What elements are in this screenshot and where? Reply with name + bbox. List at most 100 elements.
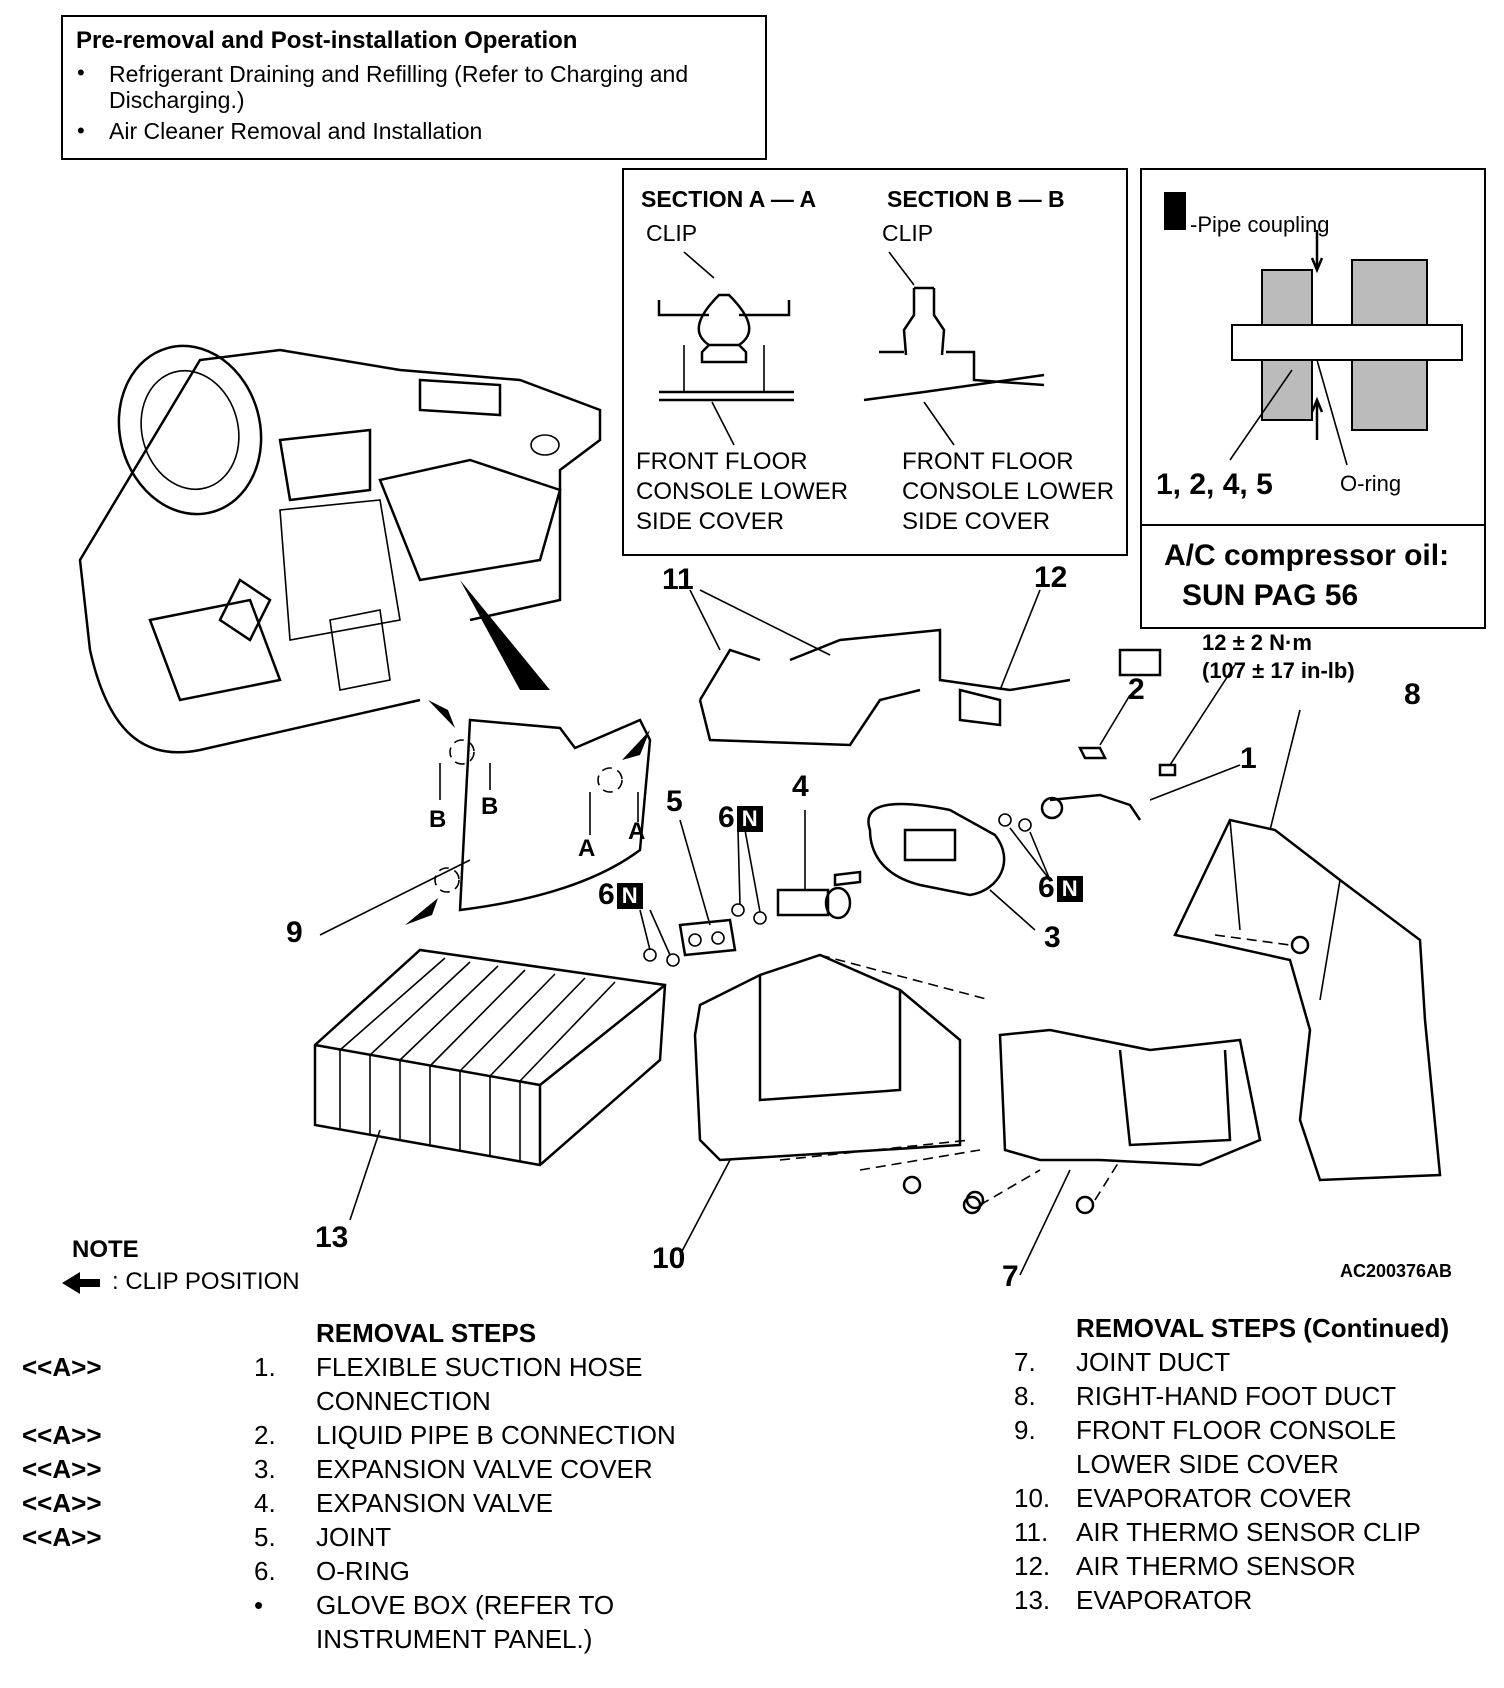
section-b-cover-label-2: CONSOLE LOWER (902, 478, 1115, 505)
section-a-cover-label-3: SIDE COVER (636, 508, 785, 535)
step-row: 9.FRONT FLOOR CONSOLE (1014, 1413, 1421, 1447)
section-b-title: SECTION B — B (887, 186, 1065, 212)
step-row: INSTRUMENT PANEL.) (22, 1622, 676, 1656)
step-number: 11. (1014, 1517, 1049, 1547)
pipe-coupling-drawing (1229, 230, 1463, 466)
step-mark: <<A>> (22, 1454, 102, 1484)
callout-5: 5 (666, 785, 683, 818)
part-9-cover (319, 700, 652, 936)
section-a-cover-label-2: CONSOLE LOWER (636, 478, 849, 505)
bullet-icon: • (77, 60, 85, 85)
compressor-oil-box: A/C compressor oil: SUN PAG 56 (1140, 524, 1486, 629)
section-b-cover-label-1: FRONT FLOOR (902, 448, 1074, 475)
callout-6-number: 6 (718, 801, 735, 834)
pipe-coupling-icon (1164, 192, 1186, 230)
new-part-badge: N (1056, 876, 1083, 903)
step-number: 8. (1014, 1381, 1036, 1411)
step-mark (22, 1588, 254, 1622)
callout-8: 8 (1404, 678, 1421, 711)
section-detail-box: SECTION A — A CLIP FRONT FLOOR CONSOLE L… (622, 168, 1128, 556)
removal-steps-continued-list: 7. JOINT DUCT 8. RIGHT-HAND FOOT DUCT 9.FR… (1014, 1345, 1421, 1617)
section-a-cover-label-1: FRONT FLOOR (636, 448, 808, 475)
dashboard-illustration (78, 344, 602, 754)
step-row: <<A>>4.EXPANSION VALVE (22, 1486, 676, 1520)
step-row: 7. JOINT DUCT (1014, 1345, 1421, 1379)
step-row: <<A>>5.JOINT (22, 1520, 676, 1554)
step-text: GLOVE BOX (REFER TO (316, 1590, 615, 1620)
step-text: INSTRUMENT PANEL.) (316, 1624, 593, 1654)
callout-10: 10 (652, 1242, 686, 1275)
pre-removal-box: Pre-removal and Post-installation Operat… (61, 15, 767, 160)
step-mark: <<A>> (22, 1352, 102, 1382)
part-8-foot-duct (1173, 709, 1442, 1182)
part-3-valve-cover (867, 802, 1051, 931)
step-row: LOWER SIDE COVER (1014, 1447, 1421, 1481)
step-number: 7. (1014, 1347, 1036, 1377)
section-letter-a: A (578, 835, 596, 862)
section-a-title: SECTION A — A (641, 186, 817, 212)
oil-line-2: SUN PAG 56 (1182, 579, 1359, 612)
step-mark: <<A>> (22, 1522, 102, 1552)
callout-6-number: 6 (1038, 871, 1055, 904)
part-5-joint (639, 819, 737, 967)
pre-removal-item-2: Air Cleaner Removal and Installation (109, 118, 483, 144)
part-4-expansion-valve (731, 810, 862, 925)
step-row: 13.EVAPORATOR (1014, 1583, 1421, 1617)
step-row: <<A>>2.LIQUID PIPE B CONNECTION (22, 1418, 676, 1452)
step-row: 11. AIR THERMO SENSOR CLIP (1014, 1515, 1421, 1549)
step-text: AIR THERMO SENSOR CLIP (1076, 1517, 1421, 1547)
step-number: 3. (254, 1454, 276, 1484)
section-letter-b: B (429, 806, 447, 833)
pre-removal-title: Pre-removal and Post-installation Operat… (76, 27, 578, 54)
step-number: 12. (1014, 1551, 1051, 1581)
callout-4: 4 (792, 770, 809, 803)
step-number: 5. (254, 1522, 276, 1552)
step-text: O-RING (316, 1556, 410, 1586)
step-mark (22, 1622, 254, 1656)
step-number: 10. (1014, 1483, 1051, 1513)
torque-line-1: 12 ± 2 N·m (1202, 630, 1312, 655)
step-text: JOINT DUCT (1076, 1347, 1231, 1377)
step-text: LOWER SIDE COVER (1076, 1449, 1339, 1479)
new-part-badge: N (616, 883, 643, 910)
step-mark (22, 1554, 254, 1588)
step-row: 12. AIR THERMO SENSOR (1014, 1549, 1421, 1583)
step-mark: <<A>> (22, 1488, 102, 1518)
torque-line-2: (107 ± 17 in-lb) (1202, 658, 1355, 683)
step-text: CONNECTION (316, 1386, 491, 1416)
step-number (1014, 1447, 1076, 1481)
removal-steps-title: REMOVAL STEPS (316, 1318, 537, 1348)
oring-label: O-ring (1340, 471, 1402, 496)
step-mark: <<A>> (22, 1420, 102, 1450)
step-text: RIGHT-HAND FOOT DUCT (1076, 1381, 1397, 1411)
callout-11: 11 (662, 563, 694, 596)
part-13-evaporator (313, 948, 667, 1221)
callout-2: 2 (1128, 673, 1145, 706)
removal-steps-continued-title: REMOVAL STEPS (Continued) (1076, 1313, 1450, 1343)
step-number: 9. (1014, 1415, 1036, 1445)
step-text: EXPANSION VALVE COVER (316, 1454, 653, 1484)
step-text: FLEXIBLE SUCTION HOSE (316, 1352, 643, 1382)
note-title: NOTE (72, 1236, 139, 1263)
exploded-diagram (62, 344, 1442, 1294)
callout-13: 13 (315, 1221, 349, 1254)
step-number: 4. (254, 1488, 276, 1518)
pipe-coupling-parts-label: 1, 2, 4, 5 (1156, 468, 1273, 501)
step-text: EVAPORATOR COVER (1076, 1483, 1352, 1513)
step-number: • (254, 1590, 264, 1620)
step-number: 1. (254, 1352, 276, 1382)
callout-9: 9 (286, 916, 303, 949)
oil-line-1: A/C compressor oil: (1164, 539, 1450, 572)
section-b-clip-label: CLIP (882, 220, 934, 246)
step-row: 6.O-RING (22, 1554, 676, 1588)
note-arrow-icon (62, 1272, 100, 1294)
step-number (254, 1622, 316, 1656)
callout-7: 7 (1002, 1260, 1019, 1293)
step-number (254, 1384, 316, 1418)
step-number: 13. (1014, 1585, 1051, 1615)
step-text: AIR THERMO SENSOR (1076, 1551, 1356, 1581)
figure-code: AC200376AB (1340, 1261, 1453, 1281)
pipe-coupling-box: -Pipe coupling 1, 2, 4, 5 O-ring (1140, 168, 1486, 528)
